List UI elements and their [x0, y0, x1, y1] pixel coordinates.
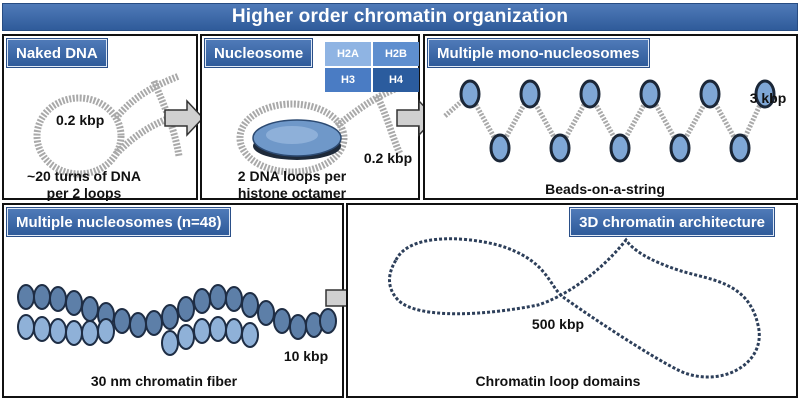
panel-3d-architecture: 3D chromatin architecture 500 kbp Chroma… — [346, 203, 798, 398]
arch-caption: Chromatin loop domains — [475, 373, 641, 389]
panel-label-naked-dna: Naked DNA — [7, 39, 107, 67]
panel-label-3d-architecture: 3D chromatin architecture — [570, 208, 774, 236]
panel-fiber: Multiple nucleosomes (n=48) 10 kbp 30 nm… — [2, 203, 344, 398]
dna-loop-illustration — [33, 72, 183, 178]
panel-label-fiber: Multiple nucleosomes (n=48) — [7, 208, 231, 236]
histone-h3: H3 — [325, 68, 371, 92]
nucleosome-caption-line1: 2 DNA loops per — [237, 168, 347, 184]
page-title: Higher order chromatin organization — [231, 6, 569, 27]
fiber-caption: 30 nm chromatin fiber — [90, 373, 238, 389]
naked-dna-caption-line2: per 2 loops — [46, 185, 122, 201]
nucleosome-caption-line2: histone octamer — [237, 185, 347, 201]
title-bar: Higher order chromatin organization — [2, 3, 798, 31]
nucleosome-illustration — [236, 82, 404, 176]
mono-size: 3 kbp — [749, 90, 787, 106]
naked-dna-size: 0.2 kbp — [56, 112, 105, 128]
arch-size: 500 kbp — [531, 316, 585, 332]
beads-on-string-illustration — [443, 79, 776, 163]
histone-h4: H4 — [373, 68, 419, 92]
panel-label-mono-nucleosomes: Multiple mono-nucleosomes — [428, 39, 649, 67]
panel-label-nucleosome: Nucleosome — [205, 39, 313, 67]
mono-caption: Beads-on-a-string — [545, 181, 665, 197]
panel-nucleosome: Nucleosome H2A H2B H3 H4 0.2 kbp 2 DNA l… — [200, 34, 420, 201]
chromatin-fiber-illustration — [17, 284, 337, 356]
histone-h2b: H2B — [373, 42, 419, 66]
chromatin-loop-illustration — [388, 237, 761, 379]
histone-grid: H2A H2B H3 H4 — [325, 42, 419, 92]
histone-h2a: H2A — [325, 42, 371, 66]
nucleosome-size: 0.2 kbp — [363, 150, 413, 166]
panel-mono-nucleosomes: Multiple mono-nucleosomes 3 kbp Beads-on… — [423, 34, 798, 200]
naked-dna-caption-line1: ~20 turns of DNA — [27, 168, 141, 184]
fiber-size: 10 kbp — [283, 348, 329, 364]
arrow-right-1 — [164, 99, 205, 137]
